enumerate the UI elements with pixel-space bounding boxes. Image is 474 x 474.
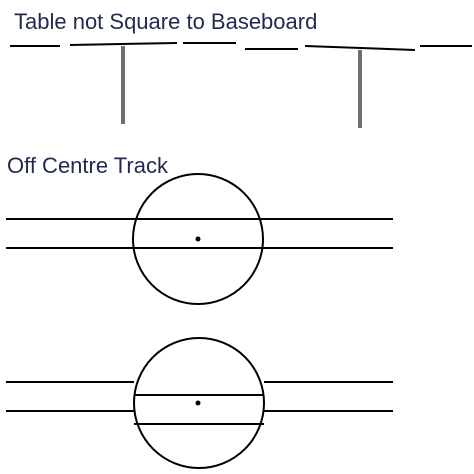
turntable-off-centre: [6, 173, 393, 305]
pivot-point-2: [195, 400, 201, 406]
turntable-pit-2: [133, 337, 265, 469]
section-title-off-centre-track: Off Centre Track: [7, 153, 168, 178]
pivot-point-1: [195, 236, 201, 242]
turntable-centred: [6, 337, 393, 469]
section-title-table-not-square: Table not Square to Baseboard: [14, 9, 318, 34]
turntable-pit: [132, 173, 264, 305]
baseboard-edge: [10, 42, 472, 51]
